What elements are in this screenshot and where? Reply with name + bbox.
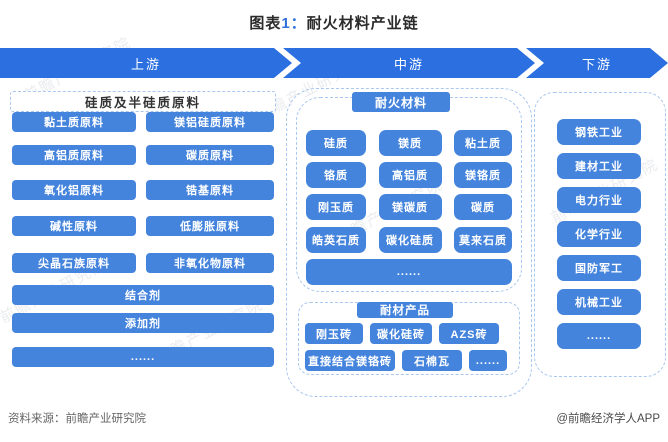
materials-grid-row: 硅质 镁质 粘土质 — [306, 130, 512, 156]
upstream-row: 高铝质原料 碳质原料 — [12, 145, 274, 165]
material-type-box: 镁质 — [378, 130, 442, 156]
figure-number: 1： — [281, 15, 307, 32]
raw-material-box-additive: 添加剂 — [12, 313, 274, 333]
materials-grid-row: 皓英石质 碳化硅质 莫来石质 — [306, 227, 512, 253]
product-box: 刚玉砖 — [305, 323, 363, 344]
material-type-box-ellipsis: ...... — [306, 259, 512, 285]
raw-material-box: 尖晶石族原料 — [12, 253, 136, 273]
material-type-box: 镁铬质 — [454, 162, 512, 188]
raw-material-box: 非氧化物原料 — [146, 253, 274, 273]
material-type-box: 镁碳质 — [378, 194, 442, 220]
material-type-box: 碳质 — [454, 194, 512, 220]
material-type-box: 皓英石质 — [306, 227, 366, 253]
upstream-row: 氧化铝原料 锆基原料 — [12, 180, 274, 200]
industry-box-steel: 钢铁工业 — [557, 119, 641, 145]
raw-material-box: 碳质原料 — [146, 145, 274, 165]
raw-material-box: 锆基原料 — [146, 180, 274, 200]
products-row: 直接结合镁铬砖 石棉瓦 ...... — [305, 350, 507, 371]
products-row: 刚玉砖 碳化硅砖 AZS砖 — [305, 323, 499, 344]
stage-arrow-midstream: 中游 — [283, 48, 535, 78]
raw-material-box: 高铝质原料 — [12, 145, 136, 165]
material-type-box: 莫来石质 — [454, 227, 512, 253]
material-type-box: 粘土质 — [454, 130, 512, 156]
materials-grid-row: 铬质 高铝质 镁铬质 — [306, 162, 512, 188]
industry-box-power: 电力行业 — [557, 187, 641, 213]
upstream-row: 尖晶石族原料 非氧化物原料 — [12, 253, 274, 273]
midstream-container — [286, 88, 532, 397]
app-credit: @前瞻经济学人APP — [556, 413, 660, 425]
material-type-box: 碳化硅质 — [378, 227, 442, 253]
raw-material-box: 低膨胀原料 — [146, 216, 274, 236]
material-type-box: 高铝质 — [378, 162, 442, 188]
figure-label: 图表 — [249, 15, 282, 32]
raw-material-box-ellipsis: ...... — [12, 347, 274, 367]
raw-material-box-binder: 结合剂 — [12, 285, 274, 305]
product-box: 直接结合镁铬砖 — [305, 350, 395, 371]
refractory-materials-header: 耐火材料 — [352, 92, 450, 112]
page-title: 图表1：耐火材料产业链 — [0, 12, 668, 33]
raw-material-box: 镁铝硅质原料 — [146, 112, 274, 132]
raw-material-box: 氧化铝原料 — [12, 180, 136, 200]
material-type-box: 硅质 — [306, 130, 366, 156]
figure-title-text: 耐火材料产业链 — [306, 15, 419, 32]
industry-box-building: 建材工业 — [557, 153, 641, 179]
industry-box-defense: 国防军工 — [557, 255, 641, 281]
downstream-container — [534, 92, 666, 377]
raw-material-box: 碱性原料 — [12, 216, 136, 236]
upstream-header-silica-materials: 硅质及半硅质原料 — [10, 91, 276, 112]
product-box-ellipsis: ...... — [469, 350, 507, 371]
stage-arrow-upstream: 上游 — [0, 48, 292, 78]
material-type-box: 铬质 — [306, 162, 366, 188]
raw-material-box: 黏土质原料 — [12, 112, 136, 132]
upstream-row: 碱性原料 低膨胀原料 — [12, 216, 274, 236]
product-box: AZS砖 — [439, 323, 499, 344]
refractory-products-header: 耐材产品 — [357, 302, 453, 318]
materials-grid-row: 刚玉质 镁碳质 碳质 — [306, 194, 512, 220]
product-box: 碳化硅砖 — [370, 323, 432, 344]
product-box: 石棉瓦 — [402, 350, 462, 371]
industry-box-machinery: 机械工业 — [557, 289, 641, 315]
industry-box-ellipsis: ...... — [557, 323, 641, 349]
upstream-row: 黏土质原料 镁铝硅质原料 — [12, 112, 274, 132]
industry-box-chemical: 化学行业 — [557, 221, 641, 247]
data-source-note: 资料来源：前瞻产业研究院 — [8, 413, 146, 425]
material-type-box: 刚玉质 — [306, 194, 366, 220]
stage-arrow-downstream: 下游 — [526, 48, 668, 78]
